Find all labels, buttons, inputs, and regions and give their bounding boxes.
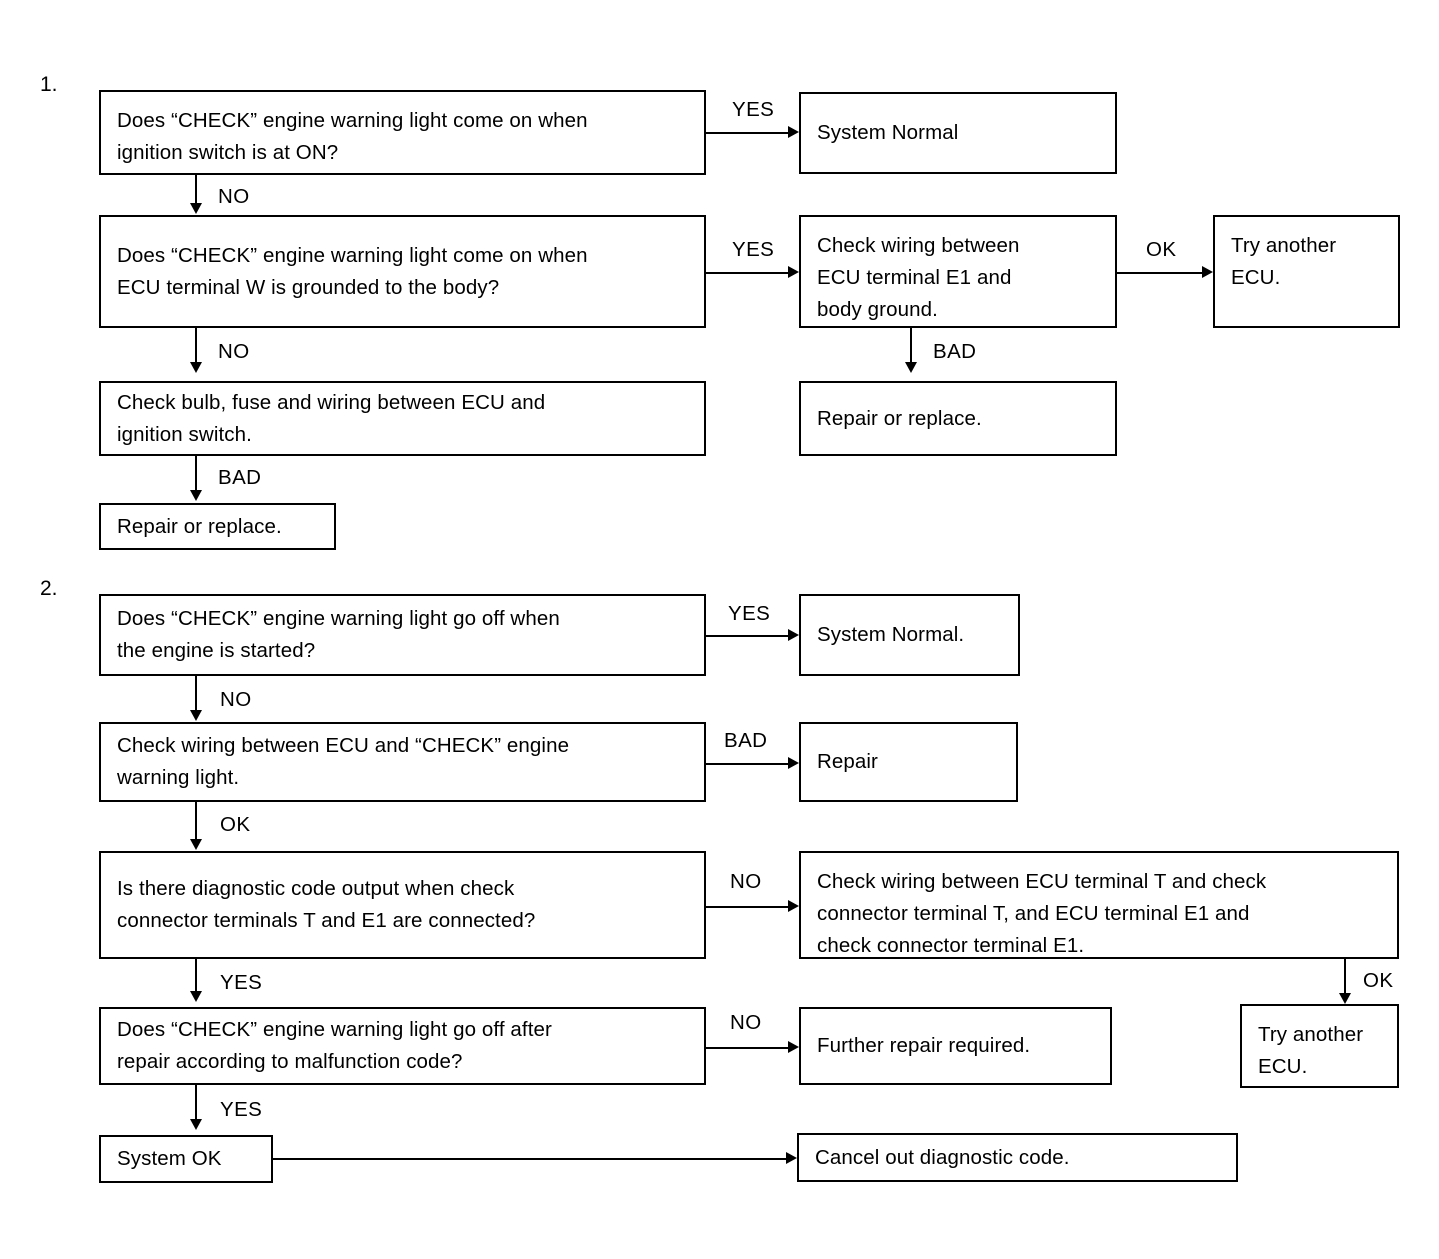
edge-s2-ok-1-line: [195, 802, 197, 845]
edge-s2-no-2-arrow: [788, 900, 799, 912]
section1-question-1-box: Does “CHECK” engine warning light come o…: [99, 90, 706, 175]
edge-s2-q1-no-line: [195, 676, 197, 716]
section2-result-system-ok-box: System OK: [99, 1135, 273, 1183]
edge-s1-q1-no-arrow: [190, 203, 202, 214]
edge-s2-q1-yes-line: [706, 635, 794, 637]
section2-question-2-text: Check wiring between ECU and “CHECK” eng…: [117, 734, 570, 789]
section2-result-system-normal-box: System Normal.: [799, 594, 1020, 676]
edge-label-s2-no-2: NO: [730, 870, 762, 893]
edge-s2-no-3-arrow: [788, 1041, 799, 1053]
section2-question-3-text: Is there diagnostic code output when che…: [117, 877, 536, 932]
edge-label-s2-bad-1: BAD: [724, 729, 768, 752]
section2-result-repair-text: Repair: [817, 750, 878, 774]
edge-s1-bad-2-line: [195, 456, 197, 496]
section1-result-check-wiring-text: Check wiring between ECU terminal E1 and…: [817, 234, 1020, 321]
section1-result-system-normal-box: System Normal: [799, 92, 1117, 174]
section2-result-try-another-ecu-text: Try another ECU.: [1258, 1023, 1364, 1078]
section2-result-further-repair-text: Further repair required.: [817, 1034, 1031, 1058]
edge-s2-yes-2-line: [195, 959, 197, 997]
edge-s1-q2-yes-line: [706, 272, 794, 274]
edge-s2-yes-2-arrow: [190, 991, 202, 1002]
section2-result-cancel-code-text: Cancel out diagnostic code.: [815, 1145, 1070, 1169]
section1-question-2-text: Does “CHECK” engine warning light come o…: [117, 243, 588, 299]
section2-result-try-another-ecu-box: Try another ECU.: [1240, 1004, 1399, 1088]
edge-s2-yes-3-arrow: [190, 1119, 202, 1130]
edge-s2-no-3-line: [706, 1047, 794, 1049]
section2-question-1-text: Does “CHECK” engine warning light go off…: [117, 607, 560, 662]
edge-s1-ok-arrow: [1202, 266, 1213, 278]
section1-result-repair-replace-right-box: Repair or replace.: [799, 381, 1117, 456]
edge-label-s2-yes-2: YES: [220, 971, 263, 994]
edge-s2-no-2-line: [706, 906, 794, 908]
edge-s2-bad-1-line: [706, 763, 794, 765]
section2-result-cancel-code-box: Cancel out diagnostic code.: [797, 1133, 1238, 1182]
section1-result-try-another-ecu-text: Try another ECU.: [1231, 234, 1337, 289]
edge-s2-q1-no-arrow: [190, 710, 202, 721]
edge-label-s2-yes-3: YES: [220, 1098, 263, 1121]
edge-s1-ok-line: [1117, 272, 1208, 274]
section2-question-4-text: Does “CHECK” engine warning light go off…: [117, 1018, 552, 1073]
section2-question-2-box: Check wiring between ECU and “CHECK” eng…: [99, 722, 706, 802]
section1-result-repair-replace-left-text: Repair or replace.: [117, 514, 282, 538]
section2-question-1-box: Does “CHECK” engine warning light go off…: [99, 594, 706, 676]
section1-result-system-normal-text: System Normal: [817, 121, 959, 145]
edge-label-s1-no-1: NO: [218, 185, 250, 208]
edge-s2-bad-1-arrow: [788, 757, 799, 769]
edge-s1-q2-no-line: [195, 328, 197, 368]
edge-label-s1-yes-1: YES: [732, 98, 775, 121]
edge-label-s1-bad-1: BAD: [933, 340, 977, 363]
edge-s1-q1-yes-line: [706, 132, 794, 134]
section2-result-repair-box: Repair: [799, 722, 1018, 802]
edge-s2-ok-1-arrow: [190, 839, 202, 850]
edge-s2-cancel-arrow: [786, 1152, 797, 1164]
edge-label-s1-ok-1: OK: [1146, 238, 1177, 261]
section1-question-2-box: Does “CHECK” engine warning light come o…: [99, 215, 706, 328]
section1-result-check-wiring-box: Check wiring between ECU terminal E1 and…: [799, 215, 1117, 328]
edge-label-s2-ok-1: OK: [220, 813, 251, 836]
section2-result-system-normal-text: System Normal.: [817, 623, 965, 647]
section2-result-further-repair-box: Further repair required.: [799, 1007, 1112, 1085]
edge-label-s2-no-3: NO: [730, 1011, 762, 1034]
edge-s2-yes-3-line: [195, 1085, 197, 1123]
section2-result-check-wiring-text: Check wiring between ECU terminal T and …: [817, 870, 1267, 957]
section2-question-4-box: Does “CHECK” engine warning light go off…: [99, 1007, 706, 1085]
edge-s2-q1-yes-arrow: [788, 629, 799, 641]
edge-label-s2-ok-2: OK: [1363, 969, 1394, 992]
edge-label-s1-bad-2: BAD: [218, 466, 262, 489]
edge-label-s2-yes-1: YES: [728, 602, 771, 625]
section2-question-3-box: Is there diagnostic code output when che…: [99, 851, 706, 959]
section1-question-3-text: Check bulb, fuse and wiring between ECU …: [117, 390, 546, 446]
section-2-number: 2.: [40, 577, 58, 600]
edge-label-s2-no-1: NO: [220, 688, 252, 711]
edge-s1-q2-no-arrow: [190, 362, 202, 373]
edge-s1-bad-1-line: [910, 328, 912, 368]
edge-label-s1-no-2: NO: [218, 340, 250, 363]
section1-result-repair-replace-right-text: Repair or replace.: [817, 406, 982, 430]
section2-result-system-ok-text: System OK: [117, 1147, 222, 1171]
section1-result-repair-replace-left-box: Repair or replace.: [99, 503, 336, 550]
section1-question-1-text: Does “CHECK” engine warning light come o…: [117, 109, 588, 164]
section-1-number: 1.: [40, 73, 58, 96]
edge-s2-ok-2-arrow: [1339, 993, 1351, 1004]
section1-question-3-box: Check bulb, fuse and wiring between ECU …: [99, 381, 706, 456]
edge-s1-q1-no-line: [195, 175, 197, 209]
edge-s2-cancel-line: [273, 1158, 789, 1160]
edge-s1-q1-yes-arrow: [788, 126, 799, 138]
section1-result-try-another-ecu-box: Try another ECU.: [1213, 215, 1400, 328]
edge-s1-q2-yes-arrow: [788, 266, 799, 278]
section2-result-check-wiring-box: Check wiring between ECU terminal T and …: [799, 851, 1399, 959]
edge-label-s1-yes-2: YES: [732, 238, 775, 261]
edge-s1-bad-2-arrow: [190, 490, 202, 501]
edge-s1-bad-1-arrow: [905, 362, 917, 373]
edge-s2-ok-2-line: [1344, 959, 1346, 997]
